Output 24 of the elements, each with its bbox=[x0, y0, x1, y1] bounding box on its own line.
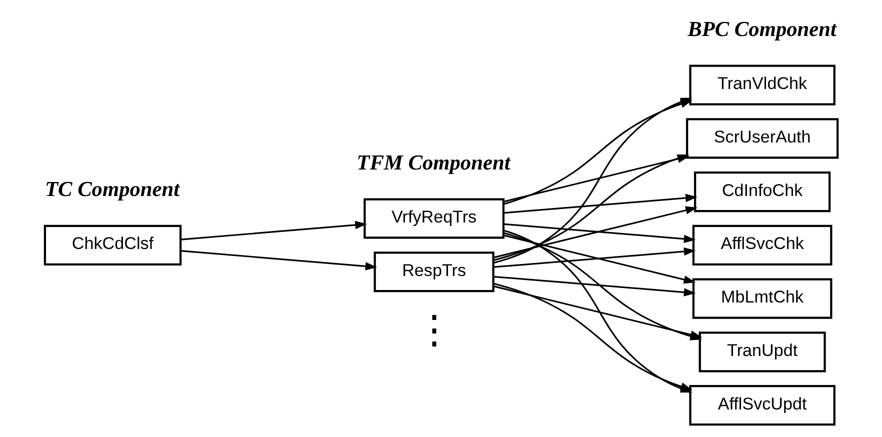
node-box: AfflSvcUpdt bbox=[689, 385, 836, 426]
arrow bbox=[493, 206, 698, 258]
node-box: RespTrs bbox=[374, 252, 494, 292]
node-box: CdInfoChk bbox=[694, 172, 831, 212]
arrow bbox=[503, 234, 696, 284]
arrow bbox=[180, 250, 378, 270]
node-box: ChkCdClsf bbox=[44, 224, 182, 266]
arrow bbox=[503, 194, 698, 214]
node-box: VrfyReqTrs bbox=[364, 198, 505, 239]
arrow bbox=[493, 282, 692, 390]
arrow bbox=[493, 247, 696, 268]
label: ⋮ bbox=[415, 309, 454, 352]
node-box: TranVldChk bbox=[689, 64, 836, 106]
label: TFM Component bbox=[356, 150, 510, 174]
arrow bbox=[180, 220, 367, 240]
arrow bbox=[493, 276, 696, 296]
arrow bbox=[503, 223, 696, 243]
node-box: TranUpdt bbox=[698, 332, 826, 372]
node-box: ScrUserAuth bbox=[686, 118, 839, 159]
node-box: MbLmtChk bbox=[692, 278, 832, 319]
label: TC Component bbox=[44, 177, 180, 202]
arrow bbox=[493, 285, 702, 339]
node-box: AfflSvcChk bbox=[692, 224, 832, 266]
label: BPC Component bbox=[688, 16, 836, 41]
